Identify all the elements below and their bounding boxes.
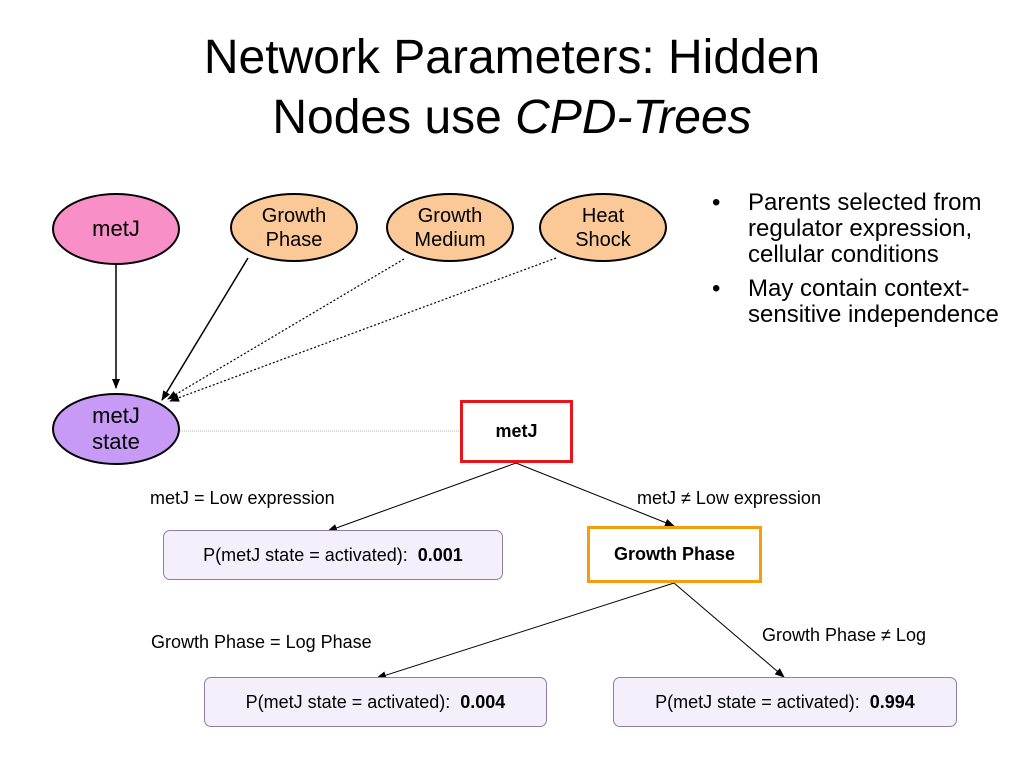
node-growth-medium-line-1: Growth (417, 204, 483, 227)
leaf-2-text: P(metJ state = activated): (245, 691, 451, 712)
edge-label-metj-not-low: metJ ≠ Low expression (637, 488, 821, 508)
edge-heat-shock-to-metj-state (169, 257, 557, 402)
edge-root-to-growth-phase-split (515, 462, 675, 527)
bullet-item: Parents selected from regulator expressi… (712, 190, 1012, 268)
node-metj: metJ (52, 193, 180, 265)
edge-growth-phase-to-metj-state (161, 257, 249, 401)
tree-leaf-3: P(metJ state = activated): 0.994 (613, 677, 957, 727)
tree-leaf-1: P(metJ state = activated): 0.001 (163, 530, 503, 580)
tree-root-split: metJ (460, 400, 573, 463)
node-growth-phase-line-1: Growth (261, 204, 327, 227)
node-growth-phase-line-2: Phase (265, 228, 323, 251)
leaf-3-value: 0.994 (869, 691, 915, 712)
edge-growth-medium-to-metj-state (167, 258, 405, 400)
leaf-1-text: P(metJ state = activated): (203, 544, 408, 565)
title-line-2: Nodes use CPD-Trees (0, 88, 1024, 148)
leaf-1-value: 0.001 (417, 544, 463, 565)
node-metj-state-line-1: metJ (92, 403, 140, 428)
tree-growth-phase-label: Growth Phase (613, 544, 736, 564)
title-line-2-italic: CPD-Trees (515, 91, 752, 144)
title-line-2-text: Nodes use (272, 91, 516, 144)
bullet-item: May contain context-sensitive independen… (712, 276, 1012, 328)
slide-title: Network Parameters: Hidden Nodes use CPD… (0, 28, 1024, 148)
edge-label-log-phase: Growth Phase = Log Phase (151, 632, 372, 652)
node-metj-state-line-2: state (92, 429, 140, 454)
edge-root-to-leaf-low (327, 462, 517, 532)
edge-split-to-leaf-not-log (673, 582, 785, 678)
node-heat-shock-line-2: Shock (575, 228, 631, 251)
tree-leaf-2: P(metJ state = activated): 0.004 (204, 677, 547, 727)
edge-label-metj-low: metJ = Low expression (150, 488, 335, 508)
edge-split-to-leaf-log (376, 582, 675, 680)
leaf-2-value: 0.004 (460, 691, 506, 712)
tree-growth-phase-split: Growth Phase (587, 526, 762, 583)
tree-root-label: metJ (495, 421, 538, 441)
title-line-1: Network Parameters: Hidden (203, 31, 821, 84)
node-growth-medium-line-2: Medium (414, 228, 486, 251)
node-heat-shock-line-1: Heat (581, 204, 625, 227)
edge-label-not-log: Growth Phase ≠ Log (762, 625, 926, 645)
bullet-list: Parents selected from regulator expressi… (712, 190, 1012, 336)
leaf-3-text: P(metJ state = activated): (655, 691, 860, 712)
node-metj-label: metJ (92, 216, 140, 241)
